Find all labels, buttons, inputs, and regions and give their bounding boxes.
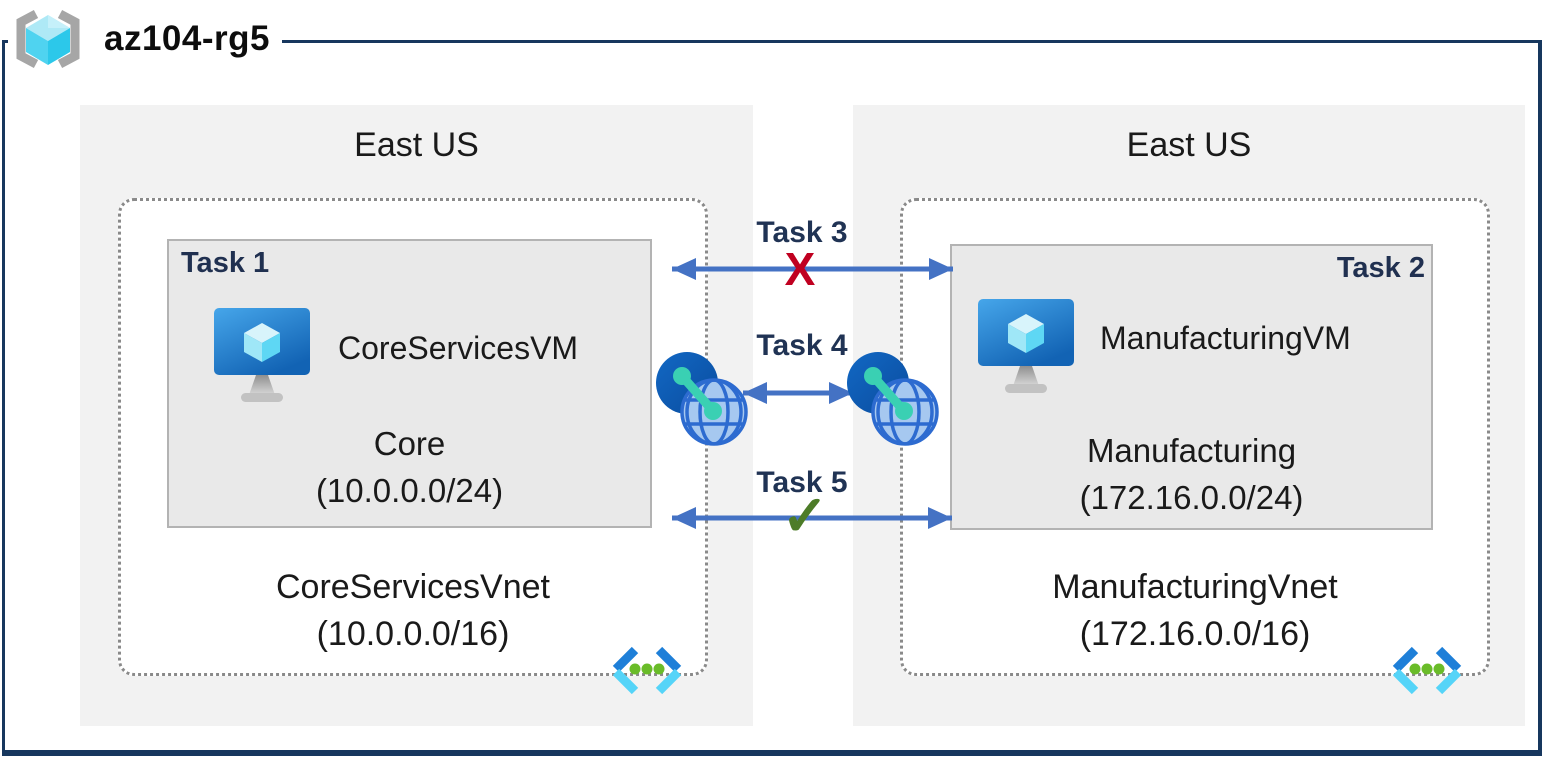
virtual-machine-icon [214, 308, 310, 402]
network-peering-icon [847, 352, 939, 446]
task-3-label: Task 3 [756, 216, 848, 249]
virtual-network-icon [1392, 646, 1462, 695]
vnet-name-left: CoreServicesVnet [275, 568, 550, 606]
task-1-label: Task 1 [181, 247, 270, 279]
vnet-cidr-left: (10.0.0.0/16) [316, 615, 510, 653]
subnet-core-box [167, 239, 652, 528]
vm-name-left: CoreServicesVM [338, 330, 579, 366]
subnet-cidr-left: (10.0.0.0/24) [315, 472, 504, 509]
task-4-label: Task 4 [756, 329, 848, 362]
subnet-name-right: Manufacturing [1086, 432, 1297, 469]
vnet-cidr-right: (172.16.0.0/16) [1079, 615, 1311, 653]
vnet-caption-left: CoreServicesVnet (10.0.0.0/16) [118, 564, 708, 658]
vm-name-right: ManufacturingVM [1100, 320, 1351, 356]
connection-arrows [672, 258, 953, 529]
network-peering-icon [656, 352, 748, 446]
region-title-left: East US [354, 126, 479, 164]
region-title-right: East US [1126, 126, 1252, 164]
task-5-label: Task 5 [756, 466, 848, 499]
resource-group-legend: az104-rg5 [8, 4, 282, 74]
subnet-caption-left: Core (10.0.0.0/24) [167, 420, 652, 514]
subnet-caption-right: Manufacturing (172.16.0.0/24) [950, 427, 1433, 521]
task-2-label: Task 2 [1336, 252, 1425, 284]
resource-group-title: az104-rg5 [104, 19, 270, 58]
blocked-x-marker: X [784, 243, 816, 295]
resource-group-frame [2, 40, 1542, 756]
subnet-name-left: Core [373, 425, 446, 462]
allowed-check-marker: ✓ [781, 484, 829, 547]
subnet-cidr-right: (172.16.0.0/24) [1079, 479, 1304, 516]
virtual-network-icon [612, 646, 682, 695]
resource-group-icon [16, 10, 80, 68]
vnet-caption-right: ManufacturingVnet (172.16.0.0/16) [900, 564, 1490, 658]
vnet-name-right: ManufacturingVnet [1052, 568, 1338, 606]
virtual-machine-icon [978, 299, 1074, 393]
